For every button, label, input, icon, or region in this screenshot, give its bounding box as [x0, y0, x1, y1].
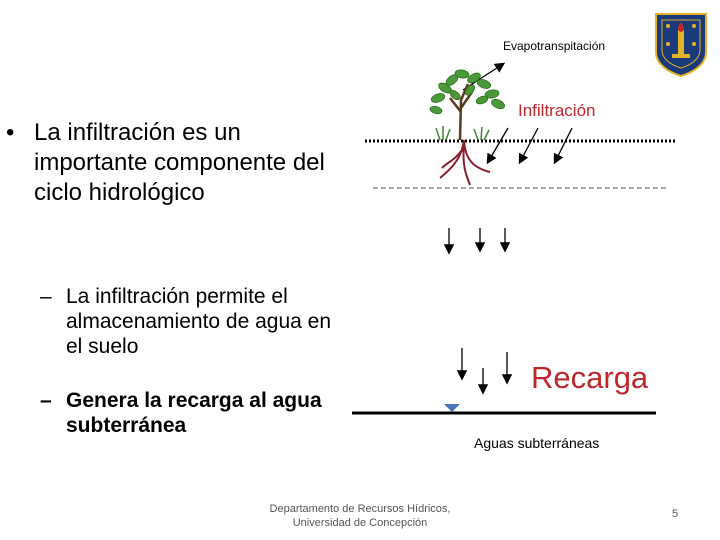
percolation-arrows: [443, 228, 511, 255]
water-table-marker: [444, 404, 460, 412]
grass-tufts: [435, 126, 490, 141]
dash-glyph: –: [40, 285, 52, 308]
tree-trunk: [449, 83, 474, 141]
page-number: 5: [671, 508, 679, 520]
footer-line-2: Universidad de Concepción: [292, 517, 428, 529]
sub-bullet-2-text: Genera la recarga al agua subterránea: [66, 389, 322, 437]
main-bullet: • La infiltración es un importante compo…: [6, 118, 336, 208]
infiltration-arrows: [486, 127, 573, 165]
recharge-label: Recarga: [531, 360, 649, 395]
dash-glyph: –: [40, 389, 52, 412]
evapotranspiration-label: Evapotranspitación: [503, 39, 606, 53]
university-crest-logo: [655, 13, 707, 78]
recharge-arrows: [456, 348, 513, 395]
groundwater-label: Aguas subterráneas: [474, 435, 600, 451]
footer-credit: Departamento de Recursos Hídricos, Unive…: [250, 502, 470, 530]
infiltration-label: Infiltración: [518, 101, 596, 120]
footer-line-1: Departamento de Recursos Hídricos,: [269, 503, 451, 515]
sub-bullet-1: – La infiltración permite el almacenamie…: [40, 284, 340, 359]
main-bullet-text: La infiltración es un importante compone…: [34, 119, 325, 206]
tree-roots: [439, 139, 491, 186]
bullet-glyph: •: [6, 119, 15, 146]
tree-leaves: [429, 69, 505, 115]
sub-bullet-2: – Genera la recarga al agua subterránea: [40, 388, 340, 438]
sub-bullet-1-text: La infiltración permite el almacenamient…: [66, 285, 332, 358]
